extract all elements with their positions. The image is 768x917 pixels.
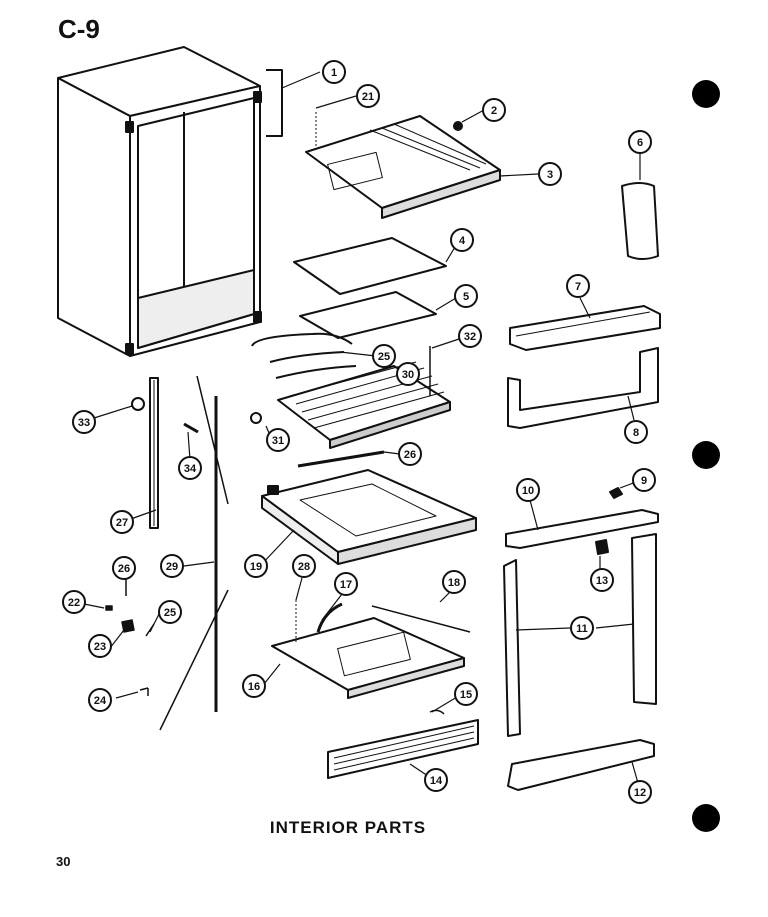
callout-26-middle: 26 [398, 442, 422, 466]
callout-13: 13 [590, 568, 614, 592]
svg-text:31: 31 [272, 435, 284, 447]
hardware-parts [105, 574, 155, 696]
svg-text:23: 23 [94, 641, 106, 653]
callout-32: 32 [458, 324, 482, 348]
callout-26-left: 26 [112, 556, 136, 580]
svg-text:26: 26 [404, 449, 416, 461]
svg-text:13: 13 [596, 575, 608, 587]
svg-text:2: 2 [491, 105, 497, 117]
svg-text:24: 24 [94, 695, 107, 707]
callout-27: 27 [110, 510, 134, 534]
callout-9: 9 [632, 468, 656, 492]
crisper-cover-drawing [271, 600, 471, 699]
svg-text:26: 26 [118, 563, 130, 575]
callout-29: 29 [160, 554, 184, 578]
callout-8: 8 [624, 420, 648, 444]
door-parts-drawing [503, 182, 661, 791]
svg-text:28: 28 [298, 561, 310, 573]
cabinet-drawing [57, 46, 283, 357]
caption-text: INTERIOR PARTS [269, 818, 427, 837]
callout-17: 17 [334, 572, 358, 596]
freezer-pan-drawing [261, 469, 477, 565]
callout-6: 6 [628, 130, 652, 154]
callout-2: 2 [482, 98, 506, 122]
page-code: C-9 [58, 14, 100, 44]
callout-1: 1 [322, 60, 346, 84]
callout-circles: 1 21 2 3 6 4 7 5 32 25 30 33 8 31 26 34 … [62, 60, 656, 804]
svg-text:33: 33 [78, 417, 90, 429]
callout-16: 16 [242, 674, 266, 698]
svg-text:14: 14 [430, 775, 443, 787]
svg-text:25: 25 [164, 607, 176, 619]
callout-25-upper: 25 [372, 344, 396, 368]
svg-text:34: 34 [184, 463, 197, 475]
callout-5: 5 [454, 284, 478, 308]
callout-15: 15 [454, 682, 478, 706]
callout-11: 11 [570, 616, 594, 640]
svg-text:29: 29 [166, 561, 178, 573]
svg-text:27: 27 [116, 517, 128, 529]
heater-wire-drawing [297, 450, 385, 468]
trim-strips [131, 375, 229, 731]
svg-text:25: 25 [378, 351, 390, 363]
binder-hole-middle [692, 441, 720, 469]
svg-text:4: 4 [459, 235, 466, 247]
callout-18: 18 [442, 570, 466, 594]
svg-text:7: 7 [575, 281, 581, 293]
callout-7: 7 [566, 274, 590, 298]
callout-19: 19 [244, 554, 268, 578]
callout-22: 22 [62, 590, 86, 614]
callout-28: 28 [292, 554, 316, 578]
svg-text:19: 19 [250, 561, 262, 573]
svg-text:3: 3 [547, 169, 553, 181]
svg-text:17: 17 [340, 579, 352, 591]
callout-34: 34 [178, 456, 202, 480]
binder-hole-bottom [692, 804, 720, 832]
binder-hole-top [692, 80, 720, 108]
svg-text:8: 8 [633, 427, 639, 439]
svg-text:6: 6 [637, 137, 643, 149]
callout-12: 12 [628, 780, 652, 804]
svg-text:15: 15 [460, 689, 472, 701]
svg-text:16: 16 [248, 681, 260, 693]
callout-14: 14 [424, 768, 448, 792]
top-plate-drawing [305, 112, 501, 219]
callout-31: 31 [266, 428, 290, 452]
svg-text:5: 5 [463, 291, 469, 303]
callout-23: 23 [88, 634, 112, 658]
callout-24: 24 [88, 688, 112, 712]
callout-25-lower: 25 [158, 600, 182, 624]
insulation-plate-drawing [293, 237, 447, 295]
svg-text:11: 11 [576, 623, 588, 635]
callout-33: 33 [72, 410, 96, 434]
callout-4: 4 [450, 228, 474, 252]
svg-text:32: 32 [464, 331, 476, 343]
page-number: 30 [56, 854, 71, 869]
callout-10: 10 [516, 478, 540, 502]
callout-21: 21 [356, 84, 380, 108]
svg-text:18: 18 [448, 577, 460, 589]
svg-text:21: 21 [362, 91, 374, 103]
diagram-caption: INTERIOR PARTS [0, 818, 768, 838]
svg-text:10: 10 [522, 485, 534, 497]
svg-text:9: 9 [641, 475, 647, 487]
svg-text:22: 22 [68, 597, 80, 609]
callout-30: 30 [396, 362, 420, 386]
svg-text:12: 12 [634, 787, 646, 799]
svg-text:1: 1 [331, 67, 337, 79]
svg-text:30: 30 [402, 369, 414, 381]
shelf-glass-drawing [299, 291, 437, 339]
grille-drawing [327, 709, 479, 779]
callout-3: 3 [538, 162, 562, 186]
